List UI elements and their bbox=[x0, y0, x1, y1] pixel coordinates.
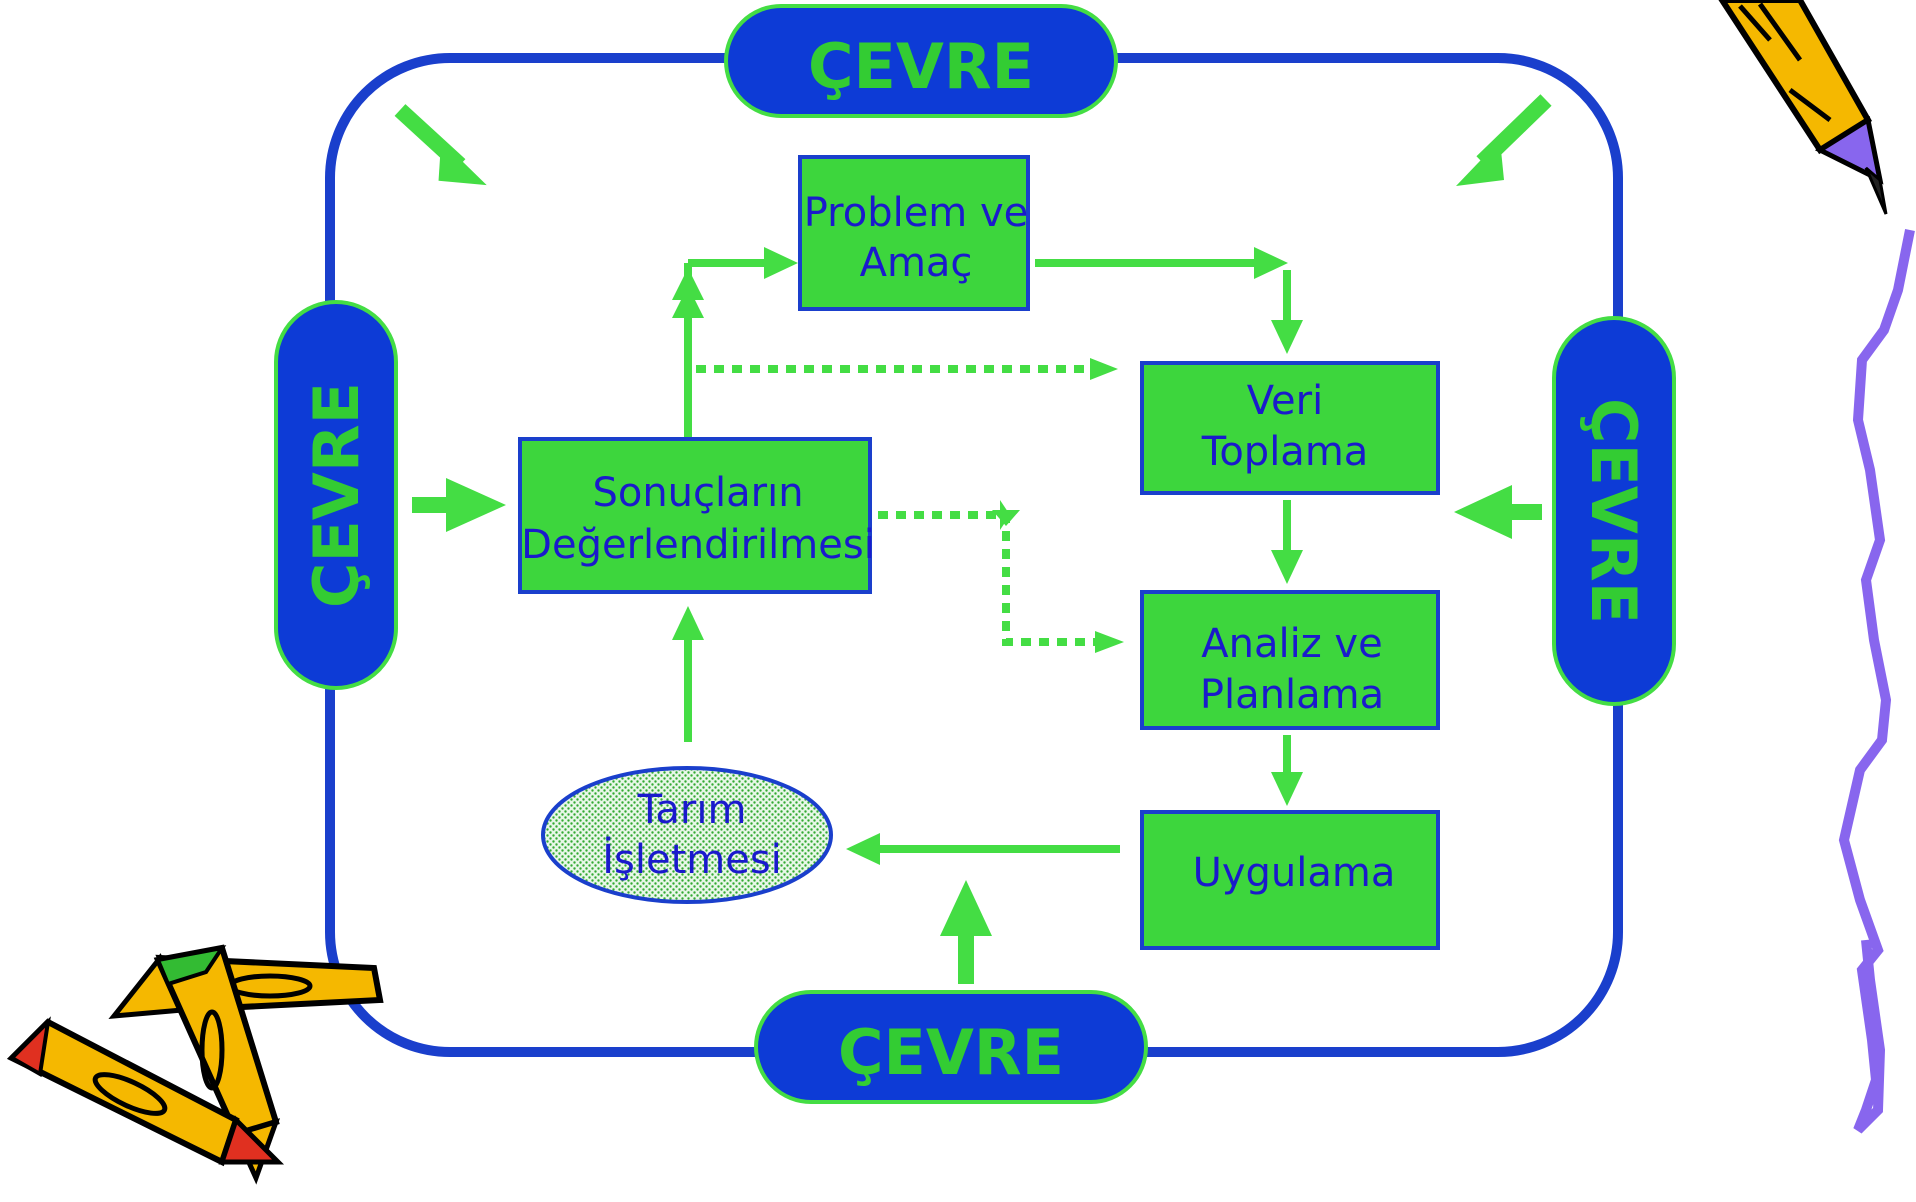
env-pill-top: ÇEVRE bbox=[724, 4, 1118, 118]
box-problem-line2: Amaç bbox=[860, 240, 973, 286]
box-analiz-line2: Planlama bbox=[1200, 672, 1384, 718]
feedback-arrowheads bbox=[992, 358, 1124, 653]
box-veri-line1: Veri bbox=[1247, 378, 1323, 424]
process-arrows bbox=[672, 247, 1303, 865]
box-sonuc-line2: Değerlendirilmesi bbox=[521, 522, 875, 568]
env-pill-right: ÇEVRE bbox=[1552, 316, 1676, 706]
ellipse-tarim-line2: İşletmesi bbox=[602, 835, 782, 883]
box-sonuclarin-degerlendirilmesi: Sonuçların Değerlendirilmesi bbox=[518, 437, 875, 594]
box-problem: Problem ve Amaç bbox=[798, 155, 1030, 311]
box-veri-line2: Toplama bbox=[1201, 429, 1369, 475]
squiggle-line-icon bbox=[1838, 229, 1915, 1134]
ellipse-tarim-isletmesi: Tarım İşletmesi bbox=[541, 766, 833, 904]
box-sonuc-line1: Sonuçların bbox=[592, 470, 803, 516]
crayons-clipart-icon bbox=[6, 944, 384, 1185]
ellipse-tarim-line1: Tarım bbox=[637, 787, 747, 833]
env-label-left: ÇEVRE bbox=[300, 382, 373, 608]
env-arrows bbox=[394, 94, 1552, 984]
env-pill-left: ÇEVRE bbox=[274, 300, 398, 690]
env-label-bottom: ÇEVRE bbox=[838, 1016, 1064, 1089]
env-label-top: ÇEVRE bbox=[808, 30, 1034, 103]
box-analiz-line1: Analiz ve bbox=[1201, 621, 1382, 667]
env-pill-bottom: ÇEVRE bbox=[754, 990, 1148, 1104]
box-uygulama-line1: Uygulama bbox=[1193, 850, 1396, 896]
box-veri-toplama: Veri Toplama bbox=[1140, 361, 1440, 495]
box-problem-line1: Problem ve bbox=[804, 190, 1029, 236]
env-label-right: ÇEVRE bbox=[1577, 398, 1650, 624]
box-analiz-planlama: Analiz ve Planlama bbox=[1140, 590, 1440, 730]
box-uygulama: Uygulama bbox=[1140, 810, 1440, 950]
pencil-clipart-icon bbox=[1718, 0, 1888, 215]
feedback-arrows bbox=[696, 365, 1095, 646]
